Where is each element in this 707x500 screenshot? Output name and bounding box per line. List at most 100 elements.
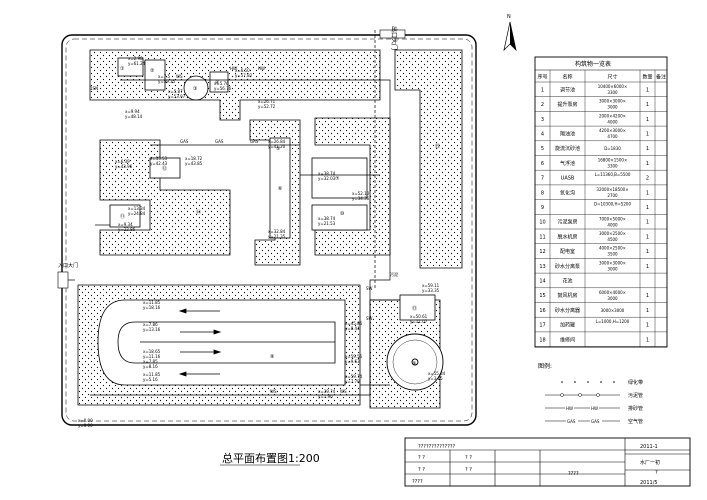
legend-code: GAS — [591, 419, 600, 424]
elevation-x: x=39.74 — [318, 389, 336, 394]
table-cell: 加药罐 — [560, 322, 575, 329]
elevation-x: x=7.86 — [143, 322, 158, 327]
unit-marker: ⑬ — [412, 305, 417, 312]
table-cell: 5 — [541, 146, 544, 152]
pipe-label: HW — [230, 66, 237, 71]
table-cell: 维修间 — [560, 336, 575, 343]
elevation-x: x=7.85 — [143, 359, 158, 364]
title-block-cell: ? ? — [418, 455, 425, 461]
exit-gate: 出口大门 — [379, 26, 406, 50]
table-cell: 1 — [541, 87, 544, 93]
table-cell: 2700 — [607, 193, 618, 198]
elevation-x: x=26.84 — [268, 139, 286, 144]
table-cell: 1 — [646, 308, 649, 314]
table-header-row: 序号名称尺寸数量备注 — [537, 74, 666, 81]
elevation-y: y=43.96 — [115, 164, 133, 169]
table-cell: 16800×1500× — [598, 158, 628, 163]
north-arrow-icon: N — [503, 14, 517, 52]
table-cell: 3500 — [607, 252, 618, 257]
unit-marker: ② — [150, 68, 155, 74]
drawing-title: 总平面布置图1:200 — [220, 451, 320, 466]
table-cell: 1 — [646, 323, 649, 329]
title-block-text: ?????????????? ? ? ? ? ? ? ? ? ???? ????… — [412, 444, 660, 486]
elevation-y: y=18.16 — [143, 305, 161, 310]
elevation-y: y=33.35 — [422, 288, 440, 293]
pipe-labels: WS HW HW GAS GAS GAS WS WS SW SW 污泥 1SN — [90, 66, 398, 394]
elevation-y: y=1.90 — [318, 394, 333, 399]
table-cell: 2 — [646, 176, 649, 182]
elevation-y: y=11.07 — [410, 319, 428, 324]
elevation-y: y=53.97 — [168, 94, 186, 99]
title-block-cell: ? ? — [465, 467, 472, 473]
legend-code: HW — [591, 406, 598, 411]
north-label: N — [507, 14, 511, 20]
table-cell: 1 — [646, 234, 649, 240]
table-cell: 3300 — [607, 90, 618, 95]
table-cell: 16 — [539, 308, 545, 314]
table-cell: 4700 — [607, 134, 618, 139]
table-cell: 3000×3000× — [599, 260, 626, 265]
table-cell: 气浮池 — [560, 160, 575, 167]
table-cell: 3000 — [607, 266, 618, 271]
table-cell: 3000×2500× — [599, 231, 626, 236]
pipe-label: SW — [366, 316, 373, 321]
table-cell: 1 — [646, 117, 649, 123]
table-cell: D=1830 — [604, 146, 621, 151]
elevation-y: y=56.76 — [214, 86, 232, 91]
table-cell: 砂水分离泵 — [555, 263, 580, 270]
table-cell: 旋流沉砂池 — [555, 145, 580, 152]
table-cell: L=11360,B=5500 — [595, 172, 631, 177]
pipe-label: WS — [340, 389, 347, 394]
table-cell: 砂水分离器 — [555, 307, 580, 314]
pipe-label: GAS — [215, 139, 224, 144]
elevation-x: x=38.74 — [318, 216, 336, 221]
elevation-x: x=5.87 — [168, 89, 183, 94]
table-cell: 2 — [541, 102, 544, 108]
elevation-annotations: x=2.98 y=61.24 x=5.87 y=53.97 x=7.5 y=59… — [78, 56, 446, 428]
elevation-y: y=9.63 — [345, 359, 360, 364]
table-header-cell: 名称 — [562, 74, 572, 81]
unit-marker: ⑪ — [120, 213, 125, 220]
table-cell: 14 — [539, 278, 545, 284]
table-cell: 7000×5000× — [599, 216, 626, 221]
legend-item-sludge-pipe: 污泥管 — [545, 392, 643, 399]
elevation-x: x=45.86 — [345, 321, 363, 326]
table-title: 构筑物一览表 — [575, 60, 611, 68]
sludge-label: 污泥 — [390, 271, 398, 277]
table-cell: L=1000,H=1200 — [596, 319, 630, 324]
table-cell: 1 — [646, 337, 649, 343]
elevation-x: x=2.98 — [128, 56, 143, 61]
table-cell: 4000 — [607, 119, 618, 124]
elevation-x: x=11.85 — [143, 372, 161, 377]
elevation-y: y=0.00 — [78, 423, 93, 428]
table-cell: 3000 — [607, 296, 618, 301]
table-cell: 1 — [646, 190, 649, 196]
elevation-y: y=48.14 — [125, 114, 143, 119]
table-cell: 18 — [539, 337, 545, 343]
unit-marker: ⑩ — [340, 211, 345, 217]
clarifier-tank — [386, 333, 444, 391]
oxidation-ditch — [97, 299, 346, 386]
drawing-number: 2011-1 — [640, 444, 658, 450]
table-cell: 6 — [541, 161, 544, 167]
table-grid — [535, 70, 667, 347]
table-cell: 1 — [646, 293, 649, 299]
legend-label: 排砂管 — [628, 405, 643, 412]
elevation-y: y=34.36 — [352, 196, 370, 201]
table-cell: 1 — [646, 249, 649, 255]
table-cell: 3000×3000× — [599, 99, 626, 104]
elevation-y: y=21.53 — [318, 221, 336, 226]
table-cell: 隔油池 — [560, 130, 575, 137]
table-cell: 3 — [541, 117, 544, 123]
elevation-x: x=32.84 — [268, 229, 286, 234]
table-cell: 1 — [646, 131, 649, 137]
table-cell: 7 — [541, 176, 544, 182]
table-cell: 11 — [539, 234, 545, 240]
elevation-y: y=61.24 — [128, 61, 146, 66]
